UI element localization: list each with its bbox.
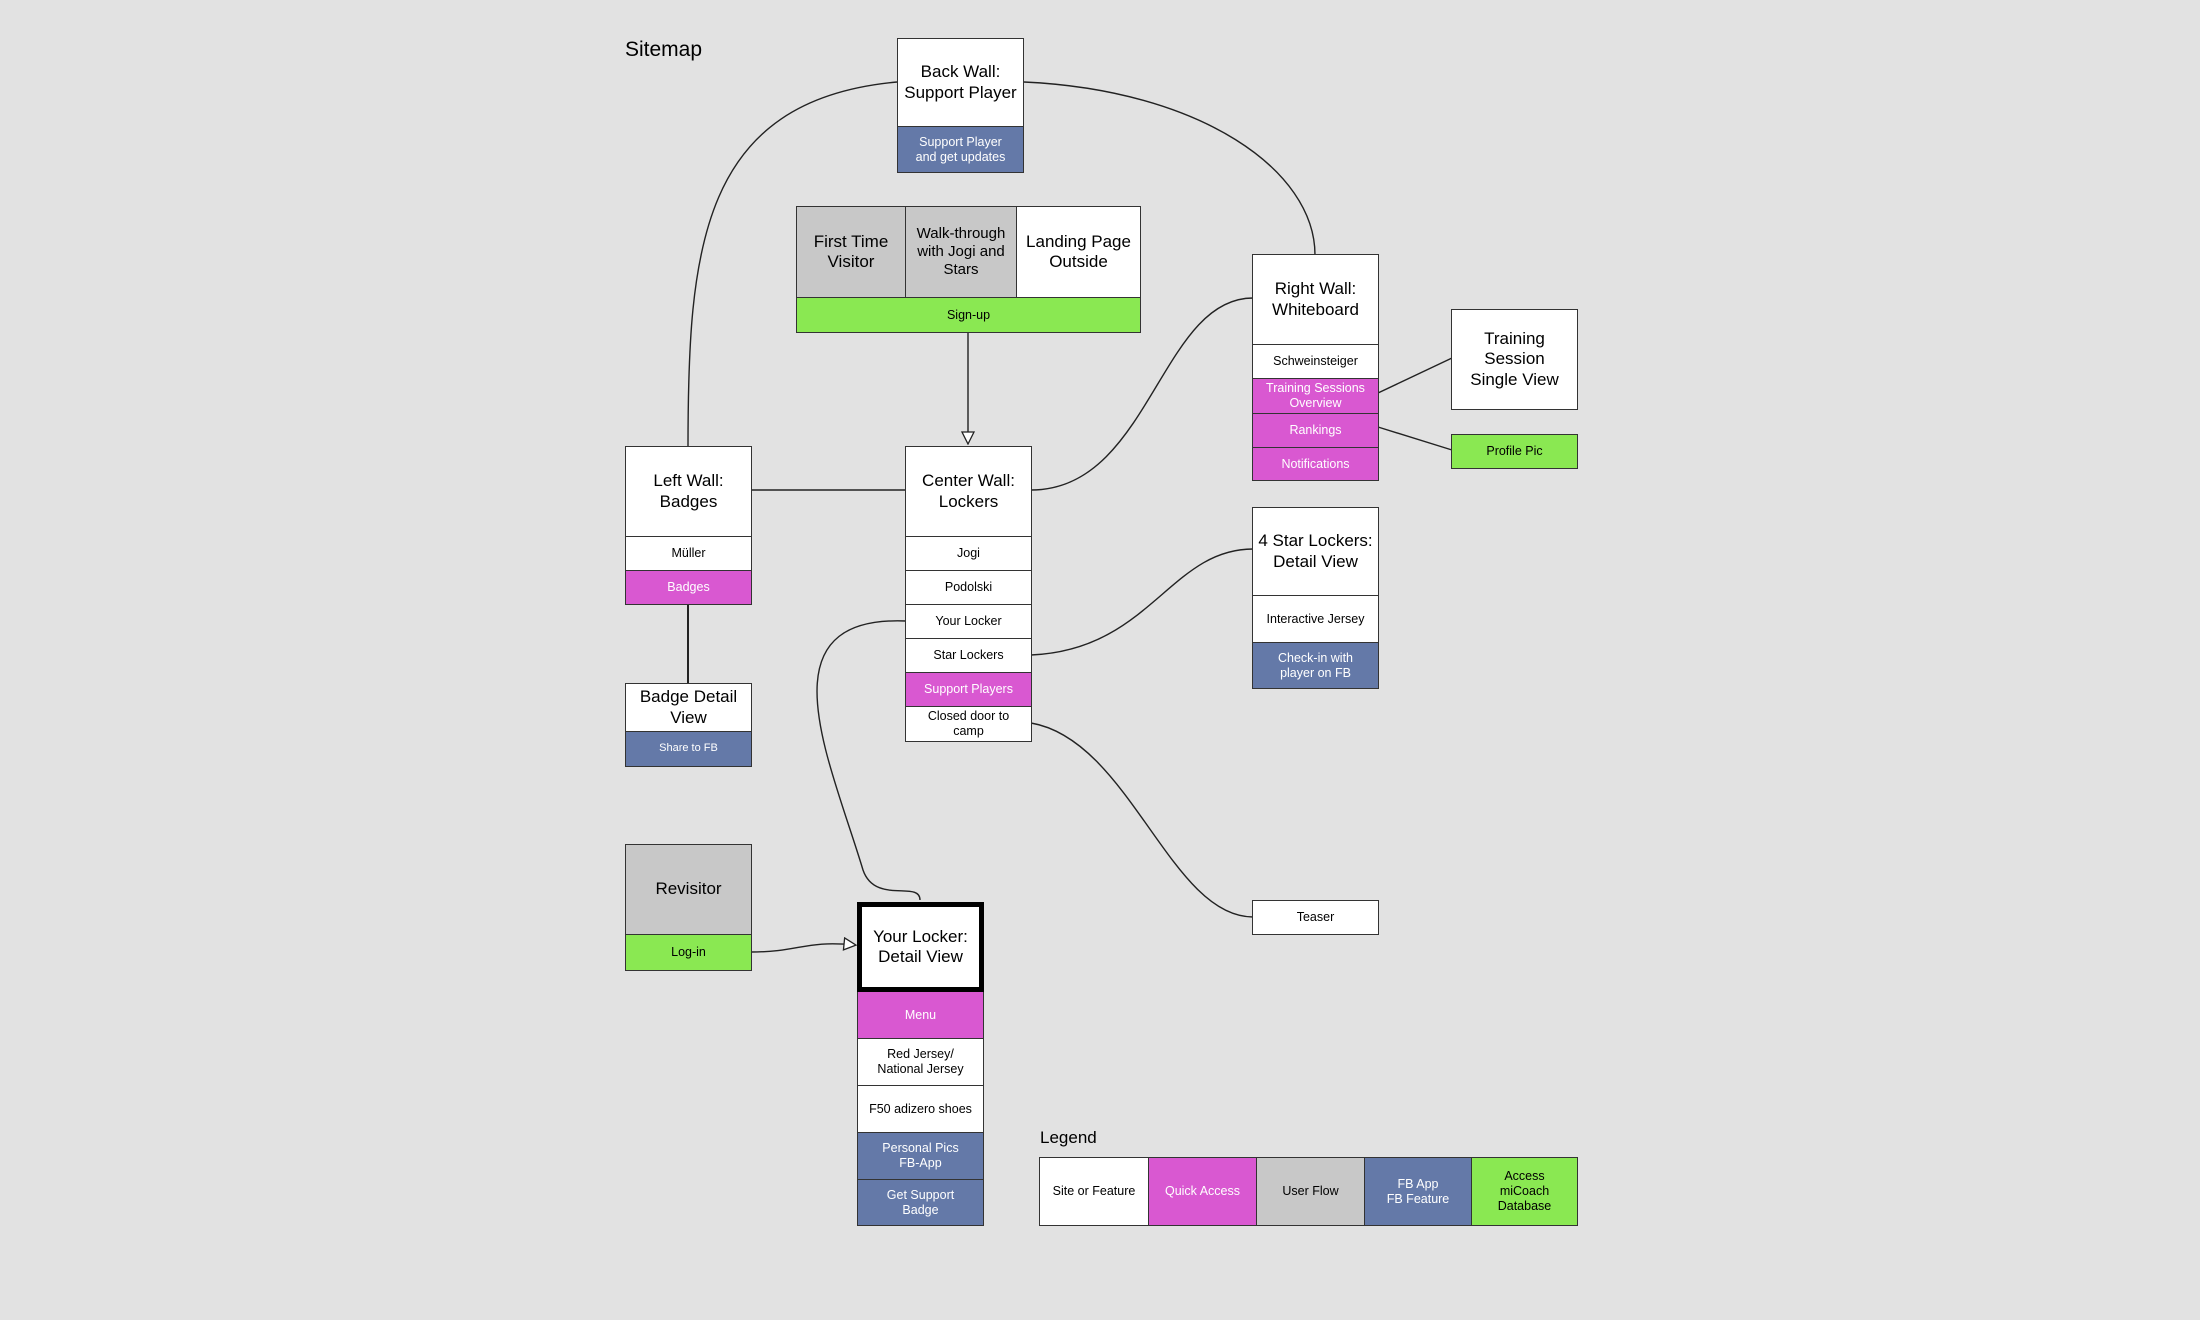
interactive-jersey-item[interactable]: Interactive Jersey (1253, 595, 1378, 642)
red-jersey-item[interactable]: Red Jersey/ National Jersey (857, 1039, 984, 1086)
your-locker-detail-title: Your Locker: Detail View (857, 902, 984, 992)
right-wall-node[interactable]: Right Wall: Whiteboard Schweinsteiger Tr… (1252, 254, 1379, 481)
link-rankings-profilepic (1377, 426, 1453, 451)
support-player-item[interactable]: Support Player and get updates (898, 126, 1023, 172)
center-wall-title: Center Wall: Lockers (906, 447, 1031, 536)
link-backwall-rightwall (1023, 81, 1316, 256)
checkin-fb-item[interactable]: Check-in with player on FB (1253, 642, 1378, 688)
share-to-fb-item[interactable]: Share to FB (626, 731, 751, 766)
profile-pic-title: Profile Pic (1452, 435, 1577, 468)
link-starlockers-detail (1030, 548, 1254, 656)
star-lockers-title: 4 Star Lockers: Detail View (1253, 508, 1378, 595)
your-locker-item[interactable]: Your Locker (906, 604, 1031, 638)
your-locker-detail-node[interactable]: Your Locker: Detail View Menu Red Jersey… (857, 902, 984, 1226)
personal-pics-item[interactable]: Personal Pics FB-App (857, 1133, 984, 1180)
legend-row: Site or Feature Quick Access User Flow F… (1040, 1158, 1577, 1225)
link-center-rightwall (1030, 297, 1254, 491)
link-backwall-leftwall (687, 81, 898, 448)
link-training-overview (1377, 357, 1453, 394)
link-login-yourlocker (750, 944, 855, 953)
badge-detail-node[interactable]: Badge Detail View Share to FB (625, 683, 752, 767)
support-badge-item[interactable]: Get Support Badge (857, 1180, 984, 1226)
closed-door-item[interactable]: Closed door to camp (906, 706, 1031, 741)
menu-item[interactable]: Menu (857, 992, 984, 1039)
muller-item[interactable]: Müller (626, 536, 751, 570)
badge-detail-title: Badge Detail View (626, 684, 751, 731)
login-item[interactable]: Log-in (626, 934, 751, 970)
link-closeddoor-teaser (1030, 722, 1254, 918)
legend-micoach: Access miCoach Database (1471, 1158, 1577, 1225)
left-wall-title: Left Wall: Badges (626, 447, 751, 536)
f50-shoes-item[interactable]: F50 adizero shoes (857, 1086, 984, 1133)
first-time-visitor[interactable]: First Time Visitor (797, 207, 905, 297)
revisitor-title: Revisitor (626, 845, 751, 934)
legend-quick-access: Quick Access (1148, 1158, 1256, 1225)
link-yourlocker-detail (816, 620, 921, 901)
legend-user-flow: User Flow (1256, 1158, 1364, 1225)
walkthrough-item[interactable]: Walk-through with Jogi and Stars (905, 207, 1016, 297)
star-lockers-item[interactable]: Star Lockers (906, 638, 1031, 672)
schweinsteiger-item[interactable]: Schweinsteiger (1253, 344, 1378, 378)
jogi-item[interactable]: Jogi (906, 536, 1031, 570)
training-session-title: Training Session Single View (1452, 310, 1577, 409)
revisitor-node[interactable]: Revisitor Log-in (625, 844, 752, 971)
training-session-node[interactable]: Training Session Single View (1451, 309, 1578, 410)
back-wall-node[interactable]: Back Wall: Support Player Support Player… (897, 38, 1024, 173)
profile-pic-node[interactable]: Profile Pic (1451, 434, 1578, 469)
legend-title: Legend (1040, 1128, 1097, 1147)
right-wall-title: Right Wall: Whiteboard (1253, 255, 1378, 344)
teaser-node[interactable]: Teaser (1252, 900, 1379, 935)
signup-group-node[interactable]: First Time Visitor Walk-through with Jog… (796, 206, 1141, 333)
center-wall-node[interactable]: Center Wall: Lockers Jogi Podolski Your … (905, 446, 1032, 742)
page-title: Sitemap (625, 38, 703, 61)
legend-fb-app: FB App FB Feature (1364, 1158, 1471, 1225)
notifications-item[interactable]: Notifications (1253, 447, 1378, 480)
star-lockers-node[interactable]: 4 Star Lockers: Detail View Interactive … (1252, 507, 1379, 689)
badges-item[interactable]: Badges (626, 570, 751, 604)
teaser-title: Teaser (1253, 901, 1378, 934)
podolski-item[interactable]: Podolski (906, 570, 1031, 604)
rankings-item[interactable]: Rankings (1253, 413, 1378, 447)
visitor-entry-row: First Time Visitor Walk-through with Jog… (797, 207, 1140, 297)
back-wall-title: Back Wall: Support Player (898, 39, 1023, 126)
signup-item[interactable]: Sign-up (797, 297, 1140, 332)
training-sessions-overview-item[interactable]: Training Sessions Overview (1253, 378, 1378, 413)
support-players-item[interactable]: Support Players (906, 672, 1031, 706)
landing-page-outside[interactable]: Landing Page Outside (1016, 207, 1140, 297)
left-wall-node[interactable]: Left Wall: Badges Müller Badges (625, 446, 752, 605)
legend-site-or-feature: Site or Feature (1040, 1158, 1148, 1225)
legend-box: Site or Feature Quick Access User Flow F… (1039, 1157, 1578, 1226)
